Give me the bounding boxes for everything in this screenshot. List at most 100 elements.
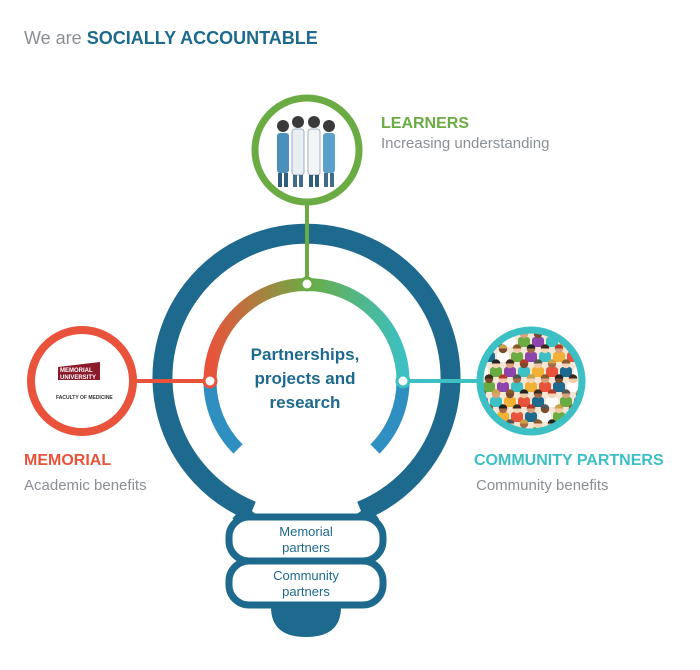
memorial-subtitle: Academic benefits [24,477,147,494]
crowd-person-hair [519,419,529,424]
crowd-person-body [490,427,502,431]
crowd-person-head [583,405,591,413]
memorial-partners-line-2: partners [282,540,330,555]
junction-dot-learners [299,276,315,292]
junction-dot-memorial [202,373,218,389]
crowd-person-hair [491,331,501,334]
title-prefix: We are [24,28,82,48]
crowd-person-hair [491,359,501,364]
pill-community-partners [225,557,387,609]
crowd-person-hair [533,419,543,424]
crowd-person-body [532,397,544,407]
crowd-person-hair [533,389,543,394]
crowd-person-hair [512,344,522,349]
crowd-person-hair [540,344,550,349]
crowd-person-hair [561,331,571,334]
crowd-person-hair [554,374,564,379]
crowd-person-body [483,382,495,392]
crowd-person-body [546,367,558,377]
memorial-partners-label: Memorial partners [232,524,380,556]
crowd-person-body [481,337,488,347]
crowd-person-hair [498,344,508,349]
inner-arc-right [370,380,410,454]
crowd-person-hair [547,389,557,394]
crowd-person-body [497,352,509,362]
crowd-person-hair [481,419,487,424]
crowd-person-body [574,427,581,431]
crowd-person-body [525,382,537,392]
crowd-person-body [525,352,537,362]
crowd-person-hair [554,344,564,349]
crowd-person-hair [526,404,536,409]
crowd-person-body [490,367,502,377]
junction-dot-community [395,373,411,389]
crowd-person-body [511,352,523,362]
crowd-person-body [511,382,523,392]
crowd-person-body [539,382,551,392]
crowd-person-body [504,397,516,407]
memorial-circle [27,326,137,436]
medical-staff-icon [277,116,335,187]
crowd-person-hair [561,359,571,364]
crowd-person-hair [505,419,515,424]
crowd-person-hair [519,359,529,364]
crowd-person-hair [554,404,564,409]
crowd-person-hair [519,389,529,394]
community-circle [476,326,586,436]
crowd-person-hair [526,374,536,379]
crowd-person-hair [498,404,508,409]
logo-wordmark: MEMORIAL UNIVERSITY [52,368,120,382]
crowd-person-body [560,427,572,431]
crowd-person-hair [575,331,581,334]
crowd-person-hair [498,374,508,379]
crowd-person-hair [491,389,501,394]
crowd-person-body [497,382,509,392]
center-line-3: research [269,393,341,412]
crowd-person-hair [526,344,536,349]
crowd-person-body [539,412,551,422]
crowd-person-body [490,397,502,407]
memorial-partners-line-1: Memorial [279,524,333,539]
crowd-person-hair [547,359,557,364]
crowd-person-hair [575,419,581,424]
crowd-person-body [574,337,581,347]
crowd-person-body [518,367,530,377]
center-line-2: projects and [254,369,356,388]
bulb-base-cap [271,607,341,637]
crowd-person-body [532,367,544,377]
crowd-person-hair [505,389,515,394]
crowd-person-body [581,412,593,422]
learners-subtitle: Increasing understanding [381,135,550,152]
crowd-person-body [539,352,551,362]
crowd-person-head [575,419,581,429]
community-title: COMMUNITY PARTNERS [474,452,664,469]
crowd-person-body [525,412,537,422]
crowd-person-body [553,352,565,362]
crowd-person-head [481,419,487,429]
community-partners-line-2: partners [282,584,330,599]
community-partners-label: Community partners [232,568,380,600]
memorial-title: MEMORIAL [24,452,112,469]
crowd-person-body [532,337,544,347]
logo-line-2: UNIVERSITY [60,375,97,381]
community-partners-line-1: Community [273,568,339,583]
crowd-person-hair [540,374,550,379]
logo-faculty: FACULTY OF MEDICINE [56,395,113,401]
crowd-person-hair [540,404,550,409]
page-title: We are SOCIALLY ACCOUNTABLE [24,28,318,49]
crowd-person-hair [583,344,592,348]
title-emphasis: SOCIALLY ACCOUNTABLE [86,28,318,48]
crowd-person-hair [512,374,522,379]
crowd-person-body [581,352,593,362]
crowd-person-hair [484,374,494,379]
logo-line-1: MEMORIAL [60,368,93,374]
crowd-person-hair [568,374,578,379]
crowd-person-head [481,331,487,339]
inner-arc-left [203,380,243,454]
crowd-person-hair [547,419,557,424]
crowd-person-hair [533,359,543,364]
learners-title: LEARNERS [381,115,470,132]
crowd-person-body [553,382,565,392]
